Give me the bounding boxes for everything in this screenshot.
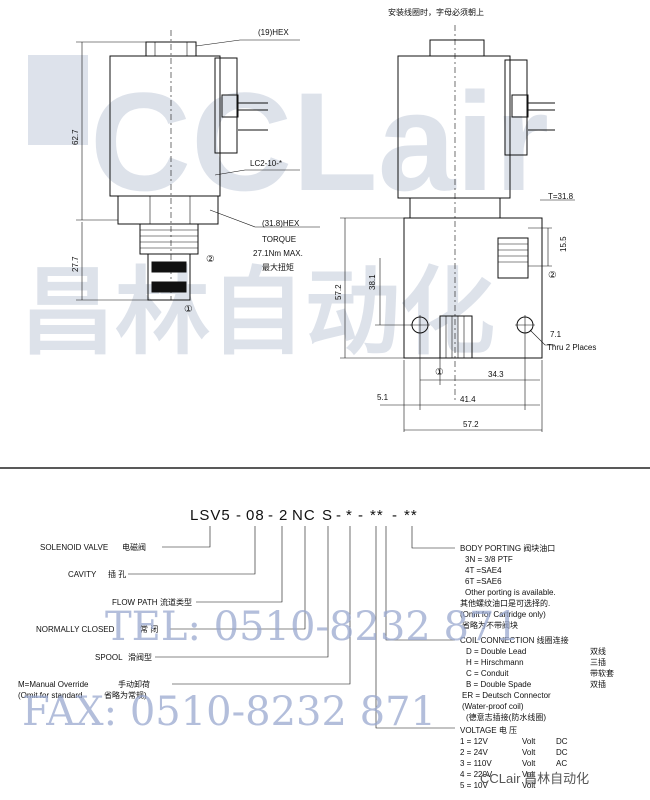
coil-waterproof: (Water-proof coil) [462,702,524,711]
legend-nc-cn: 常 闭 [140,625,158,634]
code-dash-2: - [268,507,274,524]
voltage-block: VOLTAGE 电 压 1 = 12V Volt DC 2 = 24V Volt… [460,725,568,790]
coil-deutsch-cn: (德意志插接(防水线圈) [466,712,546,722]
dim-15-5: 15.5 [559,236,568,252]
torque-cn: 最大扭矩 [262,262,294,272]
code-2: 2 [279,507,288,524]
legend-spool-en: SPOOL [95,653,123,662]
tel-watermark: TEL: 0510-8232 871 [105,604,520,650]
legend-flowpath-cn: 流道类型 [160,597,192,607]
left-port-2: ② [206,254,215,265]
porting-line-5: 其他螺纹油口是可选择的. [460,598,550,608]
left-port-1: ① [184,304,193,315]
porting-line-3: 6T =SAE6 [465,577,502,586]
dim-34-3: 34.3 [488,370,504,379]
voltage-1-type: DC [556,737,568,746]
coil-d: D = Double Lead [466,647,526,656]
coil-connection-title: COIL CONNECTION 线圈连接 [460,635,569,645]
legend-solenoid-cn: 电磁阀 [122,542,146,552]
model-code: LSV5 - 08 - 2 NC S - * - ** - ** [190,507,418,524]
code-dash-5: - [392,507,398,524]
right-view [340,25,575,432]
code-s: S [322,507,333,524]
footer-brand: CCLair 昌林自动化 [480,771,589,786]
dim-7-1: 7.1 [550,330,562,339]
code-dash-4: - [358,507,364,524]
left-view [76,30,320,301]
porting-line-2: 4T =SAE4 [465,566,502,575]
coil-b: B = Double Spade [466,680,532,689]
dim-5-1: 5.1 [377,393,389,402]
legend-manual-en: M=Manual Override [18,680,89,689]
porting-line-4: Other porting is available. [465,588,556,597]
voltage-5-code: 5 = 10V [460,781,488,790]
legend-nc-en: NORMALLY CLOSED [36,625,115,634]
coil-d-cn: 双线 [590,646,606,656]
logo-brand-cn: 昌林自动化 [20,260,495,366]
coil-er: ER = Deutsch Connector [462,691,551,700]
legend-cavity-en: CAVITY [68,570,97,579]
code-star-2: ** [370,507,384,524]
dim-38-1: 38.1 [368,274,377,290]
fax-watermark: FAX: 0510-8232 871 [22,689,436,735]
hex-bottom-label: (31.8)HEX [262,219,300,228]
voltage-3-code: 3 = 110V [460,759,492,768]
torque-label: TORQUE [262,235,296,244]
hex-top-label: (19)HEX [258,28,289,37]
code-star-3: ** [404,507,418,524]
legend-solenoid-en: SOLENOID VALVE [40,543,108,552]
code-08: 08 [246,507,265,524]
legend-omit-cn: 省略为常规) [104,690,147,700]
dim-57-2-vertical: 57.2 [334,284,343,300]
voltage-1-unit: Volt [522,737,536,746]
porting-line-1: 3N = 3/8 PTF [465,555,513,564]
voltage-2-unit: Volt [522,748,536,757]
right-port-2: ② [548,270,557,281]
porting-line-7: 省略为不带阀块 [462,620,518,630]
dim-57-2-horizontal: 57.2 [463,420,479,429]
coil-h-cn: 三插 [590,657,606,667]
voltage-3-type: AC [556,759,567,768]
legend-manual-cn: 手动卸荷 [118,679,150,689]
install-note: 安装线圈时，字母必须朝上 [388,7,484,17]
voltage-3-unit: Volt [522,759,536,768]
thru-label: Thru 2 Places [547,343,596,352]
porting-line-6: (Omit for Cartridge only) [460,610,546,619]
voltage-4-code: 4 = 220V [460,770,493,779]
right-port-1: ① [435,367,444,378]
torque-value: 27.1Nm MAX. [253,249,303,258]
code-nc: NC [292,507,316,524]
dim-62-7: 62.7 [71,129,80,145]
legend-spool-cn: 滑阀型 [128,652,152,662]
dim-41-4: 41.4 [460,395,476,404]
voltage-5-unit: Volt [522,781,536,790]
coil-connection-block: COIL CONNECTION 线圈连接 D = Double Lead 双线 … [460,635,614,722]
body-porting-title: BODY PORTING 阀块油口 [460,543,555,553]
voltage-4-unit: Volt [522,770,536,779]
legend-cavity-cn: 插 孔 [108,569,126,579]
body-porting-block: BODY PORTING 阀块油口 3N = 3/8 PTF 4T =SAE4 … [460,543,556,630]
coil-h: H = Hirschmann [466,658,524,667]
coil-label: LC2-10-* [250,159,282,168]
code-dash-1: - [236,507,242,524]
code-leaders [128,526,455,729]
voltage-2-code: 2 = 24V [460,748,488,757]
voltage-title: VOLTAGE 电 压 [460,725,517,735]
cclair-logo-watermark: CCLair 昌林自动化 [20,55,549,366]
logo-brand: CCLair [90,63,549,220]
legend-flowpath-en: FLOW PATH [112,598,158,607]
coil-b-cn: 双插 [590,679,606,689]
coil-c-cn: 带软套 [590,668,614,678]
legend-omit-en: (Omit for standard [18,691,82,700]
voltage-2-type: DC [556,748,568,757]
t-dim-label: T=31.8 [548,192,574,201]
coil-c: C = Conduit [466,669,509,678]
code-dash-3: - [336,507,342,524]
dim-27-7: 27.7 [71,256,80,272]
code-lsv5: LSV5 [190,507,231,524]
voltage-1-code: 1 = 12V [460,737,488,746]
code-star-1: * [346,507,353,524]
